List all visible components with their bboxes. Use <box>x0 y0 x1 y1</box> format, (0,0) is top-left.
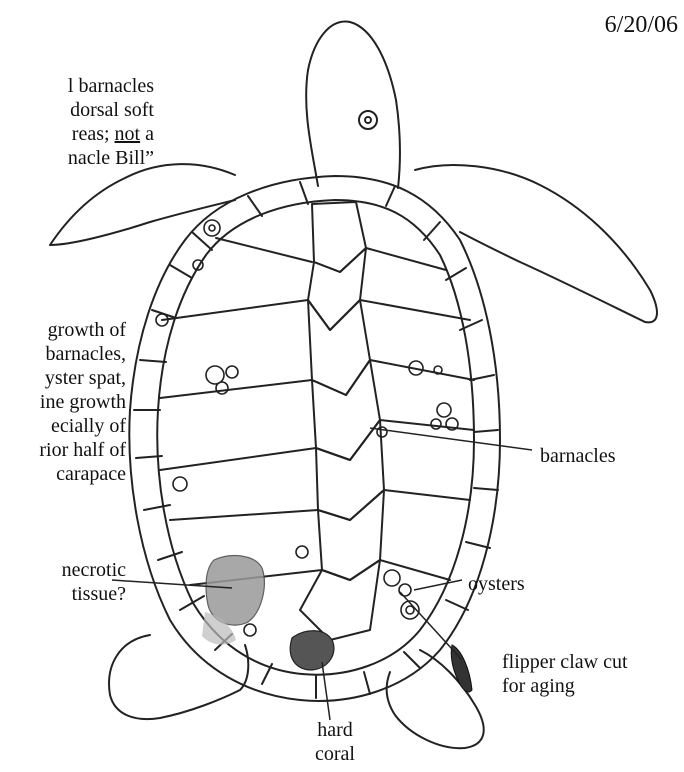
top-left-note-line: nacle Bill” <box>0 146 154 170</box>
top-left-note-line: reas; not a <box>0 122 154 146</box>
necrotic-tissue-patch <box>206 556 264 626</box>
necrotic-label: necrotic tissue? <box>0 558 126 606</box>
top-left-note-underlined: not <box>115 123 141 145</box>
growth-note-line: ine growth <box>0 390 126 414</box>
growth-note-line: rior half of <box>0 438 126 462</box>
top-left-note: l barnacles dorsal soft reas; not a nacl… <box>0 74 154 170</box>
coral-label-line: hard <box>300 718 370 742</box>
sketch-date: 6/20/06 <box>605 12 678 39</box>
vertebral-scutes <box>300 202 384 640</box>
right-front-flipper <box>415 165 657 322</box>
growth-note-line: growth of <box>0 318 126 342</box>
top-left-note-text: reas; <box>72 123 115 145</box>
coral-leader-line <box>322 662 330 720</box>
growth-note: growth of barnacles, yster spat, ine gro… <box>0 318 126 486</box>
growth-note-line: barnacles, <box>0 342 126 366</box>
top-left-note-line: dorsal soft <box>0 98 154 122</box>
coral-label: hard coral <box>300 718 370 766</box>
hard-coral-patch <box>290 631 334 670</box>
oysters-label: oysters <box>468 572 525 596</box>
barnacles-label: barnacles <box>540 444 616 468</box>
growth-note-line: ecially of <box>0 414 126 438</box>
barnacles-leader-line <box>370 428 532 450</box>
growth-note-line: yster spat, <box>0 366 126 390</box>
top-left-note-text: a <box>140 123 154 145</box>
right-rear-flipper <box>387 650 484 748</box>
necrotic-label-line: tissue? <box>0 582 126 606</box>
head-barnacle <box>359 111 377 129</box>
coral-label-line: coral <box>300 742 370 766</box>
left-front-flipper <box>50 164 235 245</box>
claw-label-line: for aging <box>502 674 628 698</box>
costal-scute-lines <box>160 238 474 585</box>
top-left-note-line: l barnacles <box>0 74 154 98</box>
claw-label: flipper claw cut for aging <box>502 650 628 698</box>
claw-label-line: flipper claw cut <box>502 650 628 674</box>
oysters-leader-line <box>414 580 462 590</box>
necrotic-label-line: necrotic <box>0 558 126 582</box>
turtle-head <box>306 22 400 188</box>
epibiont-clusters <box>156 220 458 636</box>
growth-note-line: carapace <box>0 462 126 486</box>
